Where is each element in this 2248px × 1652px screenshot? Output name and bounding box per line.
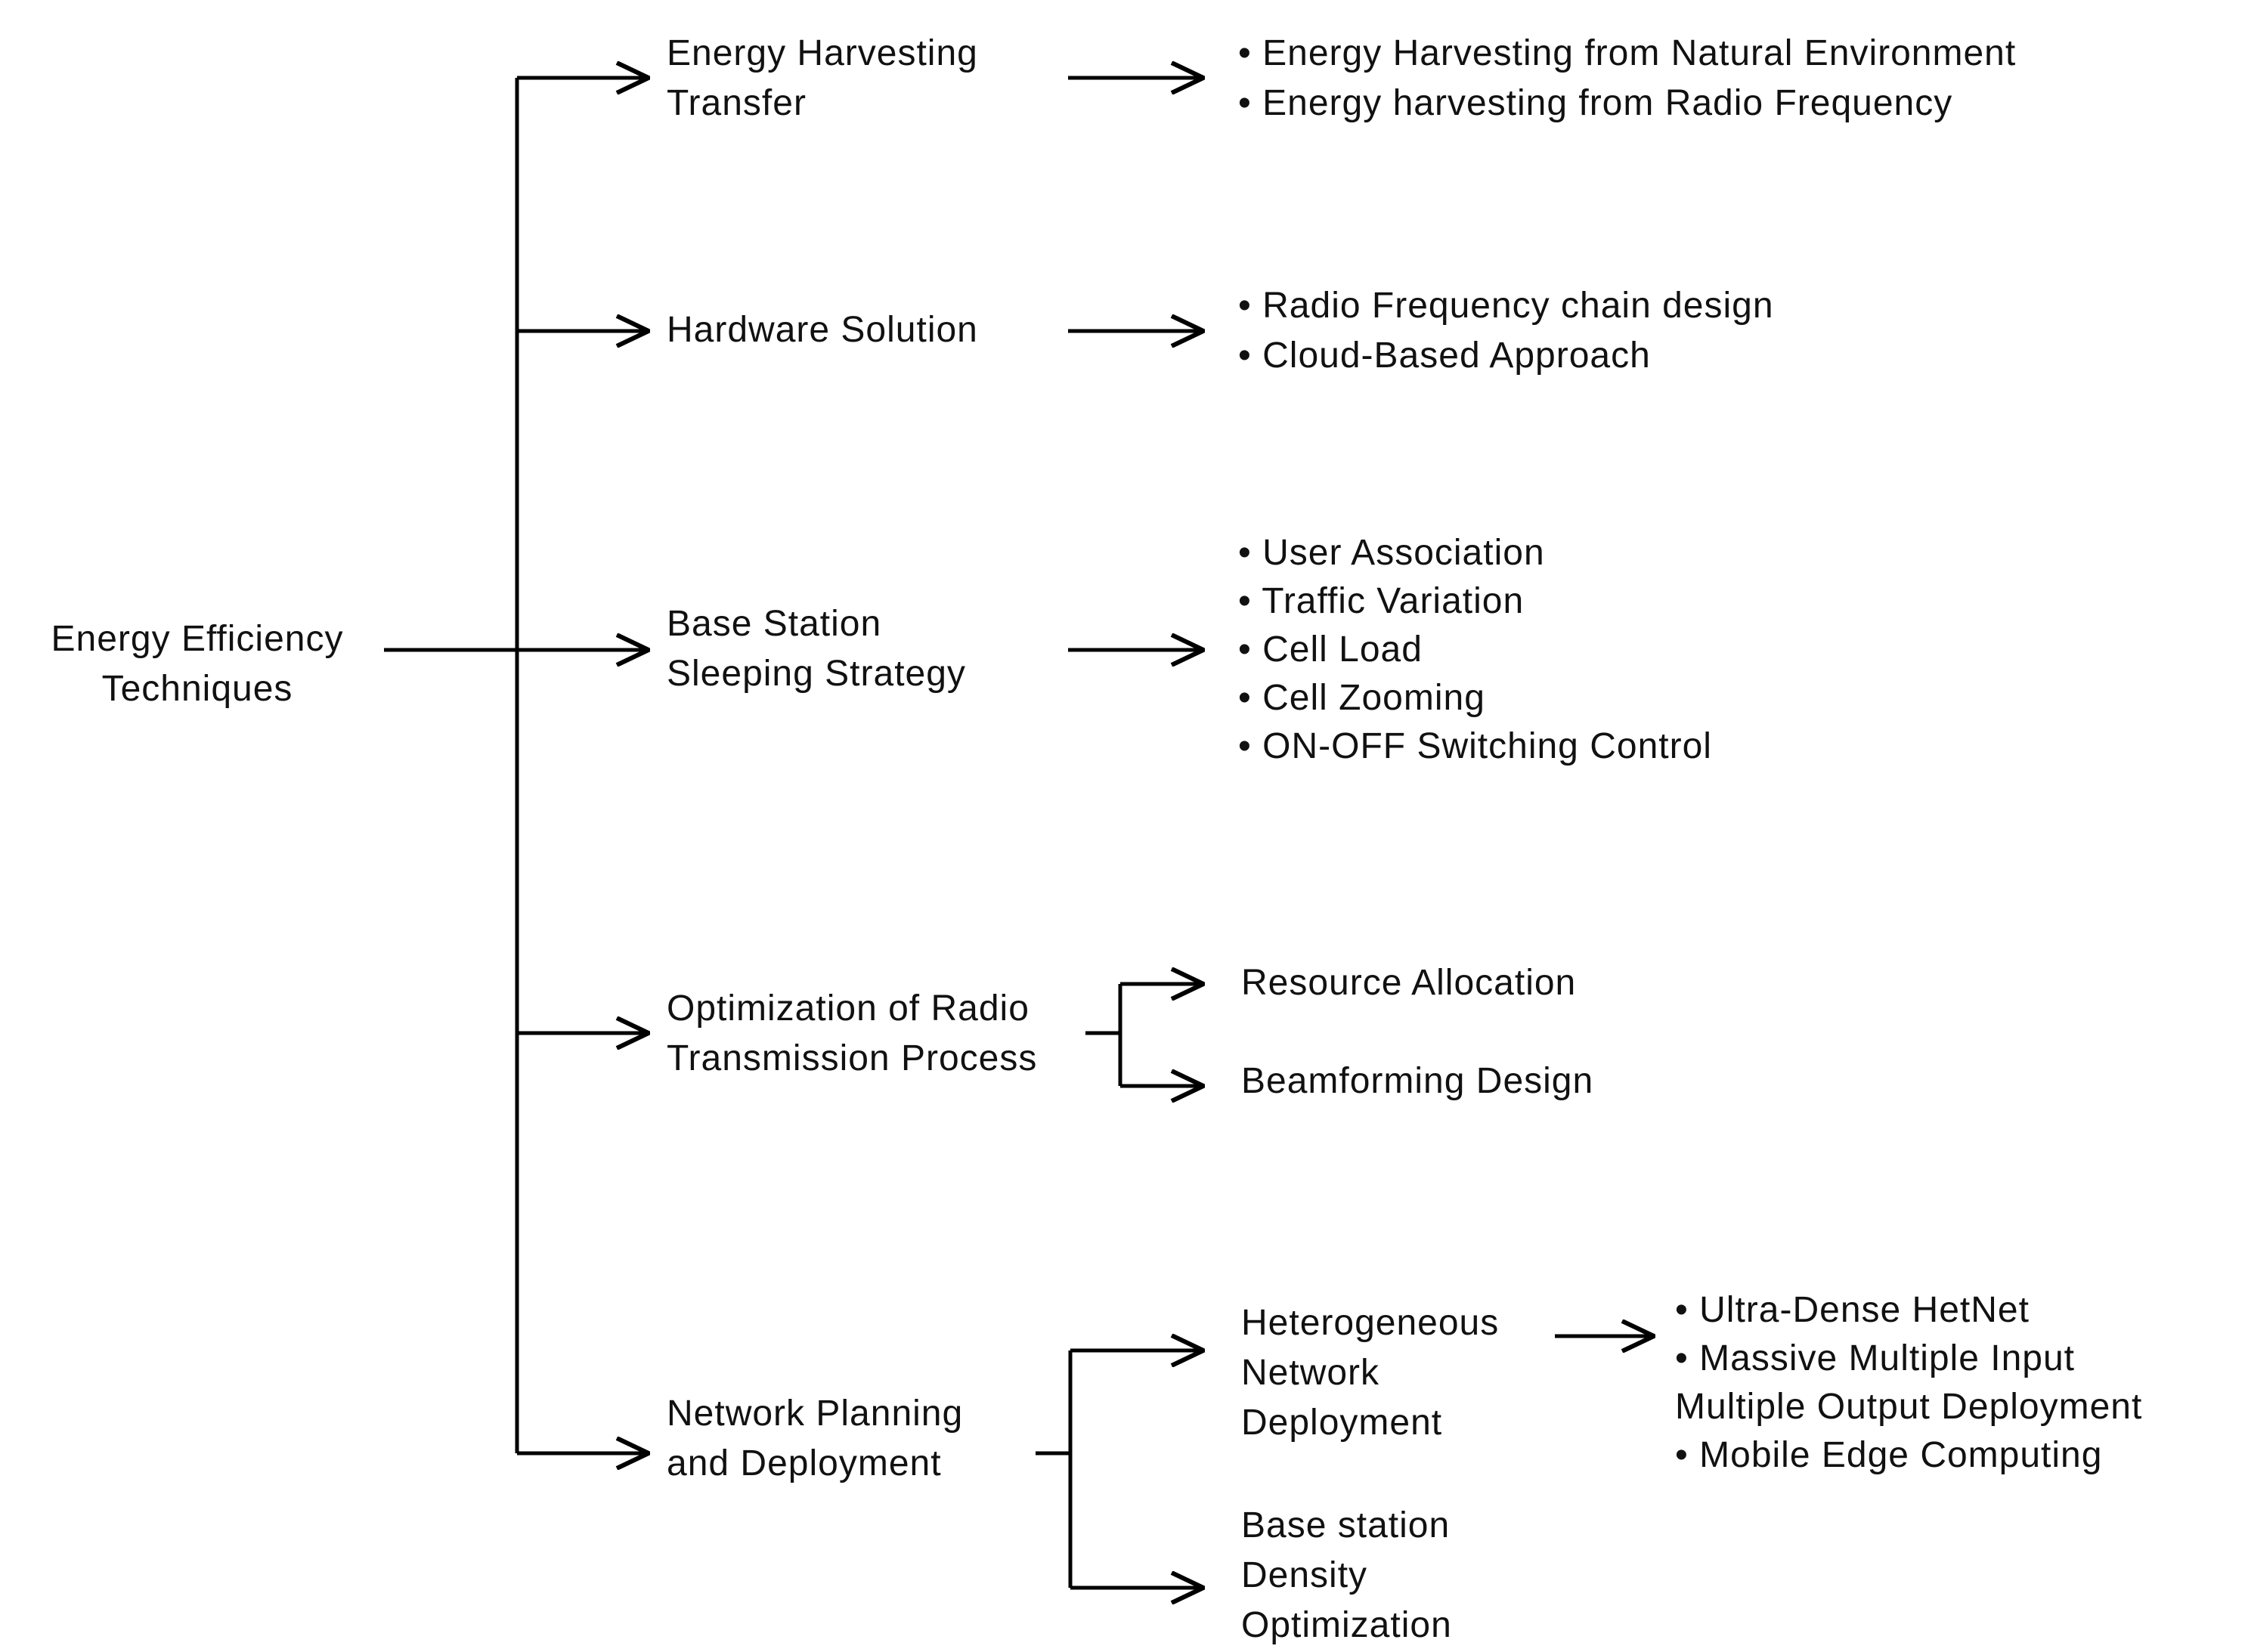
category-label-line: and Deployment: [667, 1443, 942, 1483]
subcategory-label-line: Heterogeneous: [1241, 1303, 1500, 1343]
category-label-line: Transmission Process: [667, 1038, 1038, 1078]
list-item: • Cloud-Based Approach: [1238, 336, 1651, 376]
category-label-line: Base Station: [667, 604, 882, 644]
list-item: • User Association: [1238, 533, 1545, 573]
list-item: • Energy harvesting from Radio Frequency: [1238, 83, 1953, 123]
list-item: • Radio Frequency chain design: [1238, 286, 1774, 326]
list-item: • Traffic Variation: [1238, 581, 1525, 621]
energy-harvesting-items: • Energy Harvesting from Natural Environ…: [1238, 29, 2016, 128]
category-label-line: Optimization of Radio: [667, 988, 1030, 1029]
subcategory-heterogeneous-network-deployment: Heterogeneous Network Deployment: [1241, 1298, 1499, 1448]
heterogeneous-deployment-items: • Ultra-Dense HetNet • Massive Multiple …: [1675, 1286, 2142, 1480]
list-item: • Mobile Edge Computing: [1675, 1435, 2103, 1475]
list-item: • Cell Load: [1238, 630, 1423, 670]
subcategory-beamforming-design: Beamforming Design: [1241, 1061, 1594, 1101]
root-node: Energy Efficiency Techniques: [27, 614, 367, 714]
list-item: • Energy Harvesting from Natural Environ…: [1238, 33, 2017, 73]
category-network-planning-deployment: Network Planning and Deployment: [667, 1389, 963, 1489]
category-base-station-sleeping-strategy: Base Station Sleeping Strategy: [667, 599, 966, 699]
category-hardware-solution: Hardware Solution: [667, 305, 978, 355]
category-label-line: Hardware Solution: [667, 310, 978, 350]
root-line-2: Techniques: [101, 669, 293, 709]
list-item: • ON-OFF Switching Control: [1238, 726, 1712, 766]
list-item: • Ultra-Dense HetNet: [1675, 1290, 2030, 1330]
category-optimization-radio-transmission: Optimization of Radio Transmission Proce…: [667, 984, 1037, 1084]
subcategory-base-station-density-optimization: Base station Density Optimization: [1241, 1501, 1452, 1650]
subcategory-label-line: Optimization: [1241, 1605, 1452, 1645]
subcategory-label-line: Density: [1241, 1555, 1368, 1595]
hardware-solution-items: • Radio Frequency chain design • Cloud-B…: [1238, 281, 1774, 381]
list-item: • Massive Multiple Input: [1675, 1338, 2076, 1378]
list-item: Multiple Output Deployment: [1675, 1387, 2143, 1427]
subcategory-label-line: Base station: [1241, 1505, 1451, 1545]
category-label-line: Energy Harvesting: [667, 33, 978, 73]
root-line-1: Energy Efficiency: [51, 619, 344, 659]
category-label-line: Network Planning: [667, 1394, 964, 1434]
category-label-line: Sleeping Strategy: [667, 654, 966, 694]
list-item: • Cell Zooming: [1238, 678, 1485, 718]
category-energy-harvesting-transfer: Energy Harvesting Transfer: [667, 29, 978, 128]
base-station-sleeping-items: • User Association • Traffic Variation •…: [1238, 529, 1712, 771]
subcategory-label-line: Deployment: [1241, 1403, 1443, 1443]
subcategory-label-line: Network: [1241, 1353, 1380, 1393]
category-label-line: Transfer: [667, 83, 807, 123]
subcategory-resource-allocation: Resource Allocation: [1241, 963, 1577, 1003]
